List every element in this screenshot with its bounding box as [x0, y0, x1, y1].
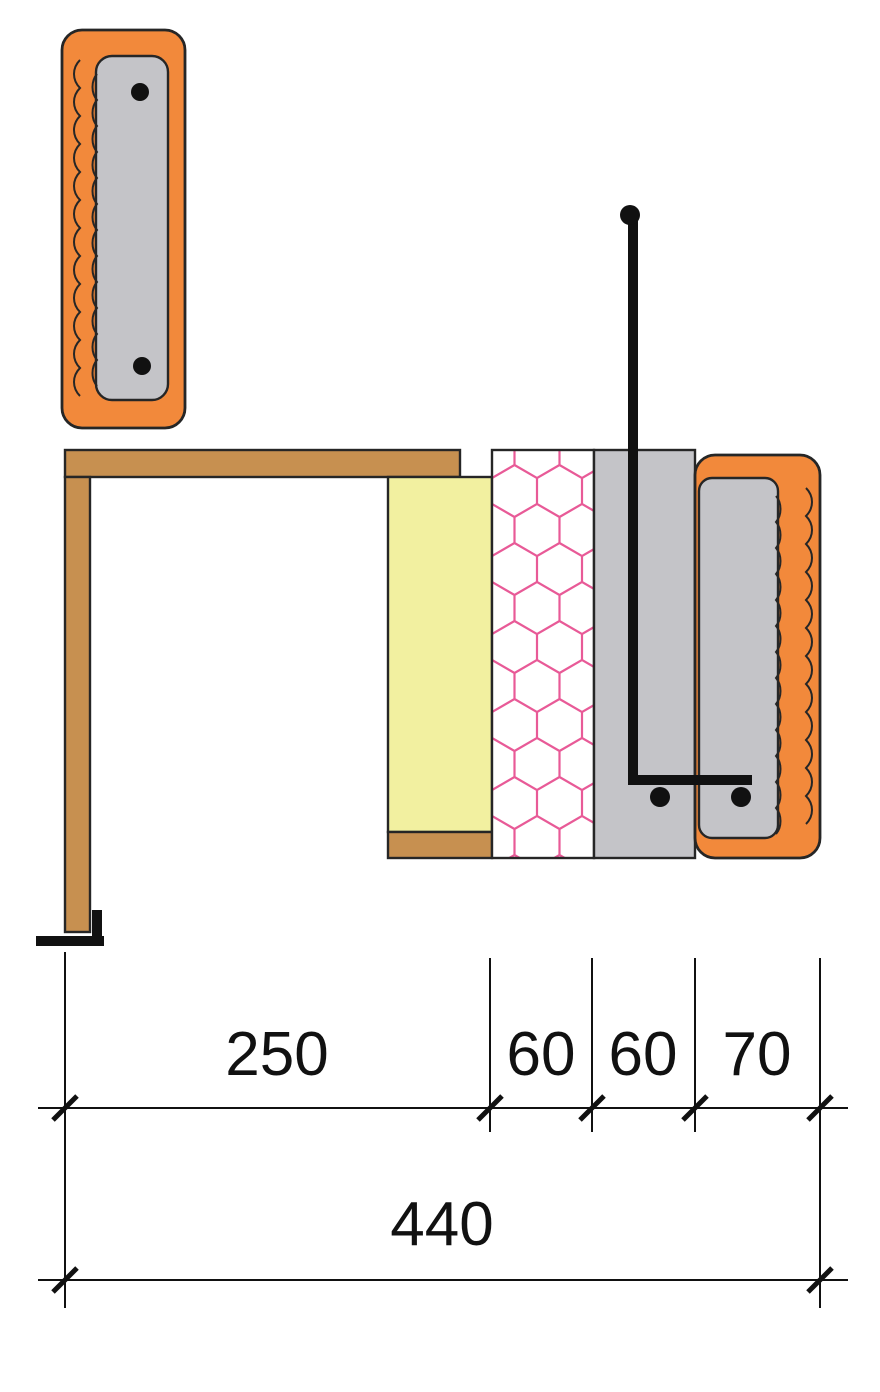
anchor-dot: [731, 787, 751, 807]
dimension-annotations: 250 60 60 70 440: [38, 952, 848, 1308]
timber-bottom-strip: [386, 830, 494, 860]
concrete-core: [94, 54, 170, 402]
steel-angle: [36, 910, 104, 946]
timber-frame: [63, 448, 462, 934]
dimension-label-total-440: 440: [390, 1190, 493, 1259]
right-clay-block: [693, 453, 822, 860]
concrete-core-texture: [774, 495, 782, 835]
top-left-clay-block: [60, 28, 187, 430]
timber-vertical-board: [63, 475, 92, 934]
dimension-tick: [51, 1266, 79, 1294]
clay-block-texture: [804, 487, 813, 825]
dimension-tick: [476, 1094, 504, 1122]
dimension-label-70: 70: [723, 1020, 792, 1089]
anchor-top-dot: [620, 205, 640, 225]
rebar-dot: [131, 83, 149, 101]
concrete-core: [697, 476, 780, 840]
concrete-core-texture: [91, 73, 99, 387]
steel-anchor: [620, 205, 752, 807]
dimension-label-60b: 60: [609, 1020, 678, 1089]
clay-block-texture: [73, 59, 82, 397]
honeycomb-pattern-fill: [492, 450, 594, 858]
dimension-label-250: 250: [225, 1020, 328, 1089]
dimension-tick: [806, 1266, 834, 1294]
rebar-dot: [133, 357, 151, 375]
dimension-tick: [51, 1094, 79, 1122]
dimension-tick: [806, 1094, 834, 1122]
dimension-label-60a: 60: [507, 1020, 576, 1089]
honeycomb-insulation-layer: [490, 448, 596, 860]
dimension-tick: [578, 1094, 606, 1122]
dimension-tick: [681, 1094, 709, 1122]
insulation-yellow-layer: [386, 475, 494, 834]
timber-top-board: [63, 448, 462, 479]
anchor-dot: [650, 787, 670, 807]
concrete-layer: [592, 448, 697, 860]
